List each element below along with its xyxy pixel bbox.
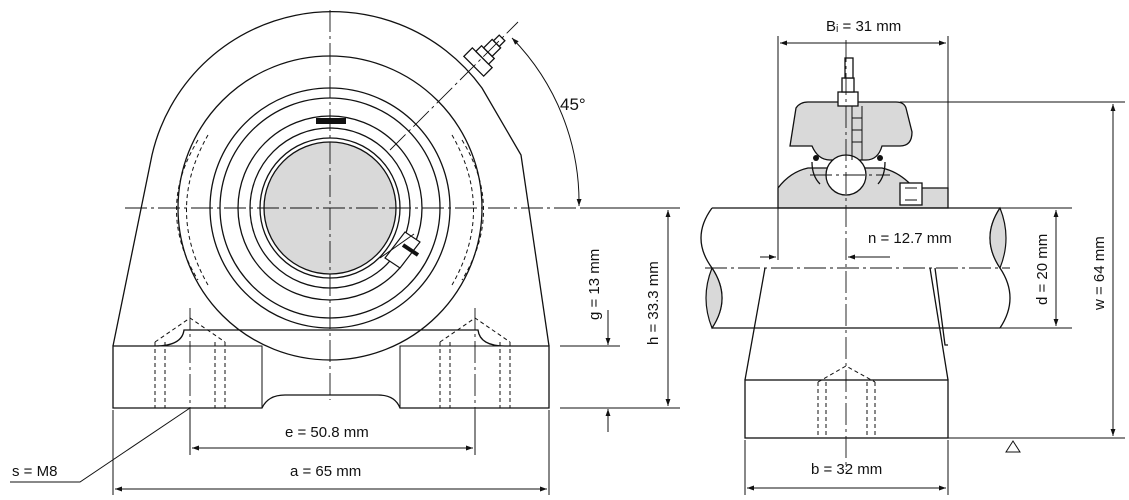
side-view: Bᵢ = 31 mm n = 12.7 mm d = 20 mm w = 64 … [700, 18, 1125, 495]
lock-key [316, 118, 346, 124]
datum-triangle [1005, 440, 1021, 453]
shaft [712, 207, 1000, 329]
g-label: g = 13 mm [586, 249, 603, 320]
front-view: 45° g = 13 mm h = 33.3 mm e = 50.8 mm a … [10, 10, 680, 495]
d-label: d = 20 mm [1034, 234, 1051, 305]
angle-label: 45° [560, 95, 586, 114]
n-label: n = 12.7 mm [868, 230, 952, 247]
groove-left [186, 134, 209, 286]
housing-cap [789, 101, 913, 161]
base-block [112, 329, 550, 409]
s-label: s = M8 [12, 463, 57, 480]
b-label: b = 32 mm [811, 461, 882, 478]
groove-right [451, 134, 474, 286]
housing-outline [112, 11, 550, 347]
pillow-housing [744, 267, 949, 381]
w-label: w = 64 mm [1091, 236, 1108, 311]
side-base [744, 379, 949, 439]
angle-dim [511, 37, 582, 207]
e-label: e = 50.8 mm [285, 424, 369, 441]
a-label: a = 65 mm [290, 463, 361, 480]
h-label: h = 33.3 mm [645, 261, 662, 345]
collar-screw [899, 182, 923, 206]
set-screw [379, 231, 421, 269]
bi-label: Bᵢ = 31 mm [826, 18, 901, 35]
side-grease-nipple [837, 57, 863, 160]
